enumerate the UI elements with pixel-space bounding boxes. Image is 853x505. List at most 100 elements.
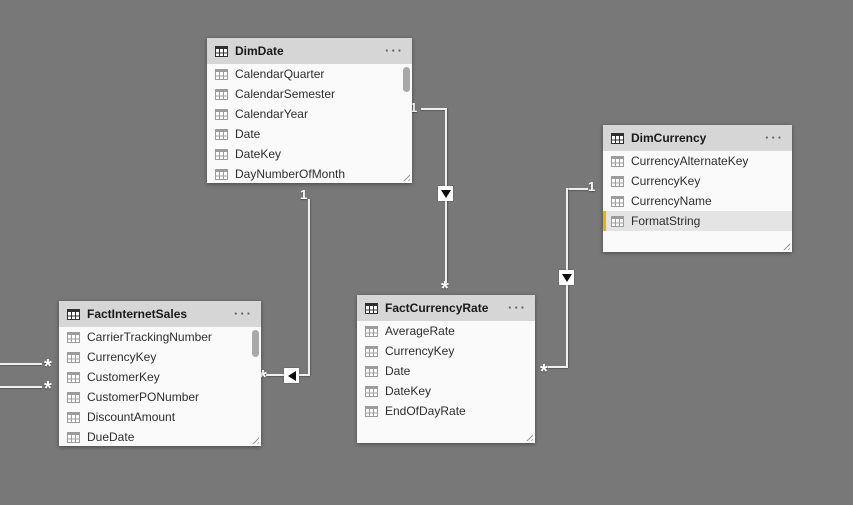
more-options-button[interactable]: ···	[234, 306, 253, 321]
cardinality-one-label: 1	[410, 100, 418, 115]
resize-handle[interactable]	[401, 172, 410, 181]
relationship-line[interactable]	[0, 363, 42, 365]
field-row[interactable]: CurrencyKey	[59, 347, 261, 367]
column-icon	[215, 88, 228, 100]
field-label: Date	[235, 127, 261, 141]
field-row[interactable]: AverageRate	[357, 321, 535, 341]
more-options-button[interactable]: ···	[385, 43, 404, 58]
cardinality-many-label: *	[259, 367, 267, 389]
relationship-line[interactable]	[308, 199, 310, 376]
field-label: Date	[385, 364, 411, 378]
table-icon	[365, 302, 378, 314]
field-label: CalendarQuarter	[235, 67, 325, 81]
table-icon	[611, 132, 624, 144]
field-label: CurrencyKey	[385, 344, 455, 358]
relationship-line[interactable]	[0, 386, 42, 388]
table-header[interactable]: DimCurrency ···	[603, 125, 792, 151]
relationship-line[interactable]	[566, 188, 588, 190]
field-row[interactable]: CalendarSemester	[207, 84, 412, 104]
scrollbar-thumb[interactable]	[252, 330, 259, 357]
field-row[interactable]: CalendarYear	[207, 104, 412, 124]
column-icon	[67, 331, 80, 343]
cardinality-many-label: *	[540, 361, 548, 383]
field-label: CustomerKey	[87, 370, 160, 384]
field-row[interactable]: DayNumberOfMonth	[207, 164, 412, 184]
column-icon	[215, 108, 228, 120]
field-row[interactable]: CalendarQuarter	[207, 64, 412, 84]
field-row[interactable]: CustomerPONumber	[59, 387, 261, 407]
column-icon	[611, 155, 624, 167]
crossfilter-arrow-down-icon[interactable]	[559, 270, 574, 285]
field-row[interactable]: DueDate	[59, 427, 261, 447]
field-row[interactable]: CurrencyName	[603, 191, 792, 211]
cardinality-many-label: *	[44, 378, 52, 400]
crossfilter-arrow-left-icon[interactable]	[284, 368, 299, 383]
cardinality-one-label: 1	[300, 187, 308, 202]
relationship-line[interactable]	[421, 108, 447, 110]
column-icon	[611, 175, 624, 187]
field-label: CalendarYear	[235, 107, 308, 121]
table-title: FactCurrencyRate	[385, 301, 489, 315]
field-row[interactable]: DiscountAmount	[59, 407, 261, 427]
resize-handle[interactable]	[781, 241, 790, 250]
table-header[interactable]: FactCurrencyRate ···	[357, 295, 535, 321]
field-row[interactable]: Date	[357, 361, 535, 381]
field-row[interactable]: CustomerKey	[59, 367, 261, 387]
field-row[interactable]: EndOfDayRate	[357, 401, 535, 421]
column-icon	[365, 405, 378, 417]
column-icon	[215, 68, 228, 80]
scrollbar-thumb[interactable]	[403, 67, 410, 92]
field-row[interactable]: FormatString	[603, 211, 792, 231]
table-card-factinternetsales[interactable]: FactInternetSales ··· CarrierTrackingNum…	[59, 301, 261, 446]
column-icon	[611, 215, 624, 227]
table-header[interactable]: DimDate ···	[207, 38, 412, 64]
crossfilter-arrow-down-icon[interactable]	[438, 186, 453, 201]
resize-handle[interactable]	[250, 435, 259, 444]
field-label: CurrencyAlternateKey	[631, 154, 749, 168]
more-options-button[interactable]: ···	[508, 300, 527, 315]
table-header[interactable]: FactInternetSales ···	[59, 301, 261, 327]
field-label: DayNumberOfMonth	[235, 167, 346, 181]
cardinality-many-label: *	[441, 278, 449, 300]
left-triangle-icon	[287, 370, 296, 381]
field-row[interactable]: CurrencyKey	[603, 171, 792, 191]
column-icon	[67, 431, 80, 443]
field-label: CurrencyKey	[631, 174, 701, 188]
field-row[interactable]: CurrencyAlternateKey	[603, 151, 792, 171]
field-row[interactable]: DateKey	[357, 381, 535, 401]
table-title: DimDate	[235, 44, 284, 58]
field-label: CustomerPONumber	[87, 390, 200, 404]
column-icon	[365, 345, 378, 357]
field-label: CarrierTrackingNumber	[87, 330, 212, 344]
field-label: FormatString	[631, 214, 701, 228]
cardinality-one-label: 1	[588, 179, 596, 194]
field-row[interactable]: Date	[207, 124, 412, 144]
more-options-button[interactable]: ···	[765, 130, 784, 145]
field-label: CurrencyKey	[87, 350, 157, 364]
column-icon	[215, 128, 228, 140]
field-row[interactable]: CarrierTrackingNumber	[59, 327, 261, 347]
field-label: AverageRate	[385, 324, 455, 338]
column-icon	[67, 371, 80, 383]
resize-handle[interactable]	[524, 432, 533, 441]
column-icon	[365, 325, 378, 337]
down-triangle-icon	[561, 273, 572, 282]
relationship-line[interactable]	[548, 366, 568, 368]
field-label: DateKey	[235, 147, 282, 161]
cardinality-many-label: *	[44, 356, 52, 378]
field-label: DiscountAmount	[87, 410, 176, 424]
field-row[interactable]: CurrencyKey	[357, 341, 535, 361]
table-icon	[215, 45, 228, 57]
field-label: EndOfDayRate	[385, 404, 466, 418]
field-label: CalendarSemester	[235, 87, 336, 101]
table-title: DimCurrency	[631, 131, 707, 145]
field-label: DateKey	[385, 384, 432, 398]
field-row[interactable]: DateKey	[207, 144, 412, 164]
